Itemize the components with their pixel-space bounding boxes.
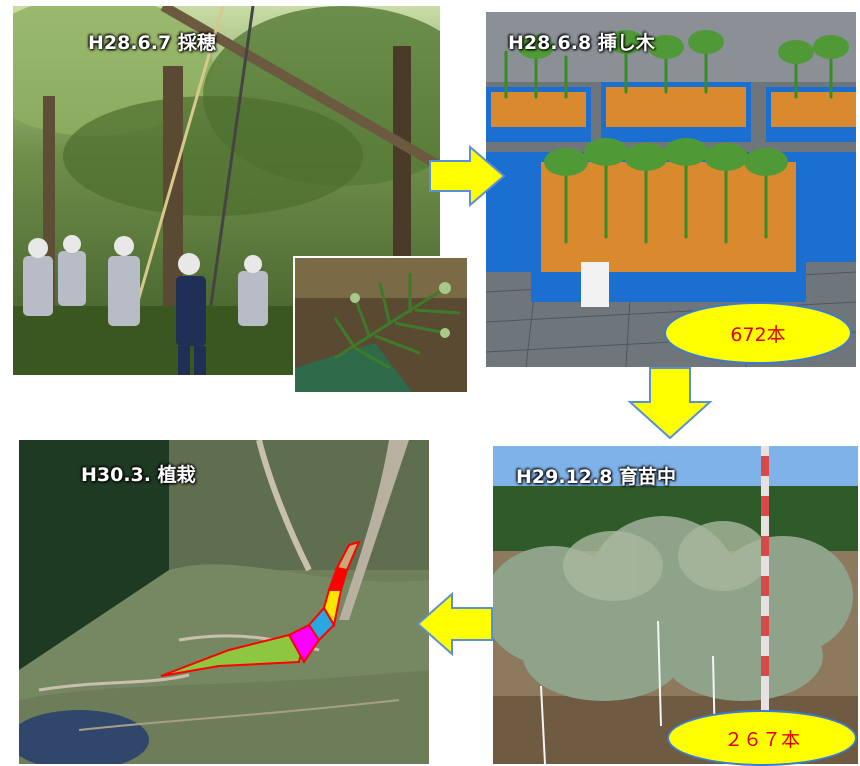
planting-aerial-map <box>19 440 429 764</box>
arrow-right-icon <box>429 145 506 207</box>
cutting-branch-inset <box>293 256 469 394</box>
arrow-left-icon <box>416 592 493 656</box>
cutting-caption: H28.6.8 挿し木 <box>508 32 655 54</box>
arrow-down-icon <box>627 367 713 440</box>
nursery-count-text: ２６７本 <box>723 728 800 751</box>
nursery-caption: H29.12.8 育苗中 <box>516 466 677 488</box>
cutting-count-badge: 672本 <box>664 302 852 364</box>
cutting-count-text: 672本 <box>730 323 786 346</box>
planting-caption: H30.3. 植栽 <box>81 464 196 486</box>
cutting-photo <box>486 12 856 367</box>
harvest-caption: H28.6.7 採穂 <box>88 32 216 54</box>
nursery-count-badge: ２６７本 <box>667 710 857 766</box>
